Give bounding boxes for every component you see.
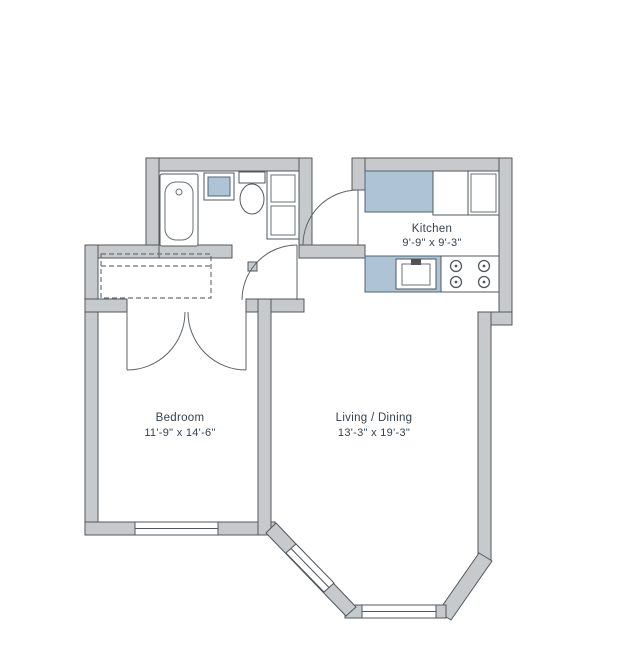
kitchen-sink-basin: [401, 263, 431, 286]
stove-burner: [449, 275, 463, 289]
stove-burner-center: [482, 264, 486, 268]
kitchen-room-label: Kitchen: [412, 223, 452, 235]
wall-segment: [437, 552, 493, 621]
stove-burner: [477, 259, 491, 273]
stove: [440, 255, 500, 293]
wall-segment: [351, 157, 513, 172]
closet: [100, 253, 212, 299]
toilet-bowl: [239, 183, 265, 215]
door-swing-arc: [187, 311, 247, 371]
door-swing-arc: [241, 244, 298, 301]
bedroom-room-dimensions: 11'-9" x 14'-6": [144, 427, 215, 439]
living-room-dimensions: 13'-3" x 19'-3": [338, 427, 410, 439]
kitchen-fixtures: [364, 170, 500, 293]
room-labels: Kitchen 9'-9" x 9'-3" Bedroom 11'-9" x 1…: [144, 223, 461, 439]
structural-column: [247, 261, 258, 272]
bathtub-drain: [175, 188, 183, 196]
wall-segment: [298, 157, 313, 259]
wall-segment: [245, 298, 305, 313]
wall-segment: [477, 311, 492, 563]
door-swing-arc: [302, 189, 359, 246]
stove-burner: [449, 259, 463, 273]
kitchen-counter-top: [364, 170, 434, 213]
bedroom-room-label: Bedroom: [156, 412, 205, 424]
linen-cabinet-shelf: [270, 174, 296, 203]
living-room-label: Living / Dining: [336, 412, 413, 424]
wall-segment: [351, 157, 366, 191]
kitchen-appliance: [432, 170, 469, 216]
windows: [134, 521, 437, 619]
kitchen-faucet: [411, 259, 421, 265]
wall-segment: [298, 244, 366, 259]
closet-dashed-outline: [100, 253, 212, 299]
stove-burner-center: [454, 264, 458, 268]
bathroom-fixtures: [159, 170, 300, 247]
linen-cabinet-shelf: [270, 205, 296, 236]
wall-segment: [498, 157, 513, 326]
bathtub-interior: [164, 181, 194, 241]
wall-segment: [84, 244, 99, 536]
refrigerator-door-line: [470, 173, 497, 213]
kitchen-room-dimensions: 9'-9" x 9'-3": [402, 237, 461, 249]
wall-segment: [257, 298, 272, 536]
wall-segment: [145, 157, 160, 259]
bathroom-sink-basin: [207, 176, 231, 197]
door-swing-arc: [126, 311, 186, 371]
stove-burner-center: [482, 280, 486, 284]
wall-segment: [84, 298, 128, 313]
stove-burner: [477, 275, 491, 289]
toilet-tank: [238, 171, 266, 184]
refrigerator: [467, 170, 500, 216]
doors: [126, 189, 359, 371]
stove-burner-center: [454, 280, 458, 284]
window-pane-line: [290, 548, 330, 588]
wall-segment: [145, 157, 313, 172]
